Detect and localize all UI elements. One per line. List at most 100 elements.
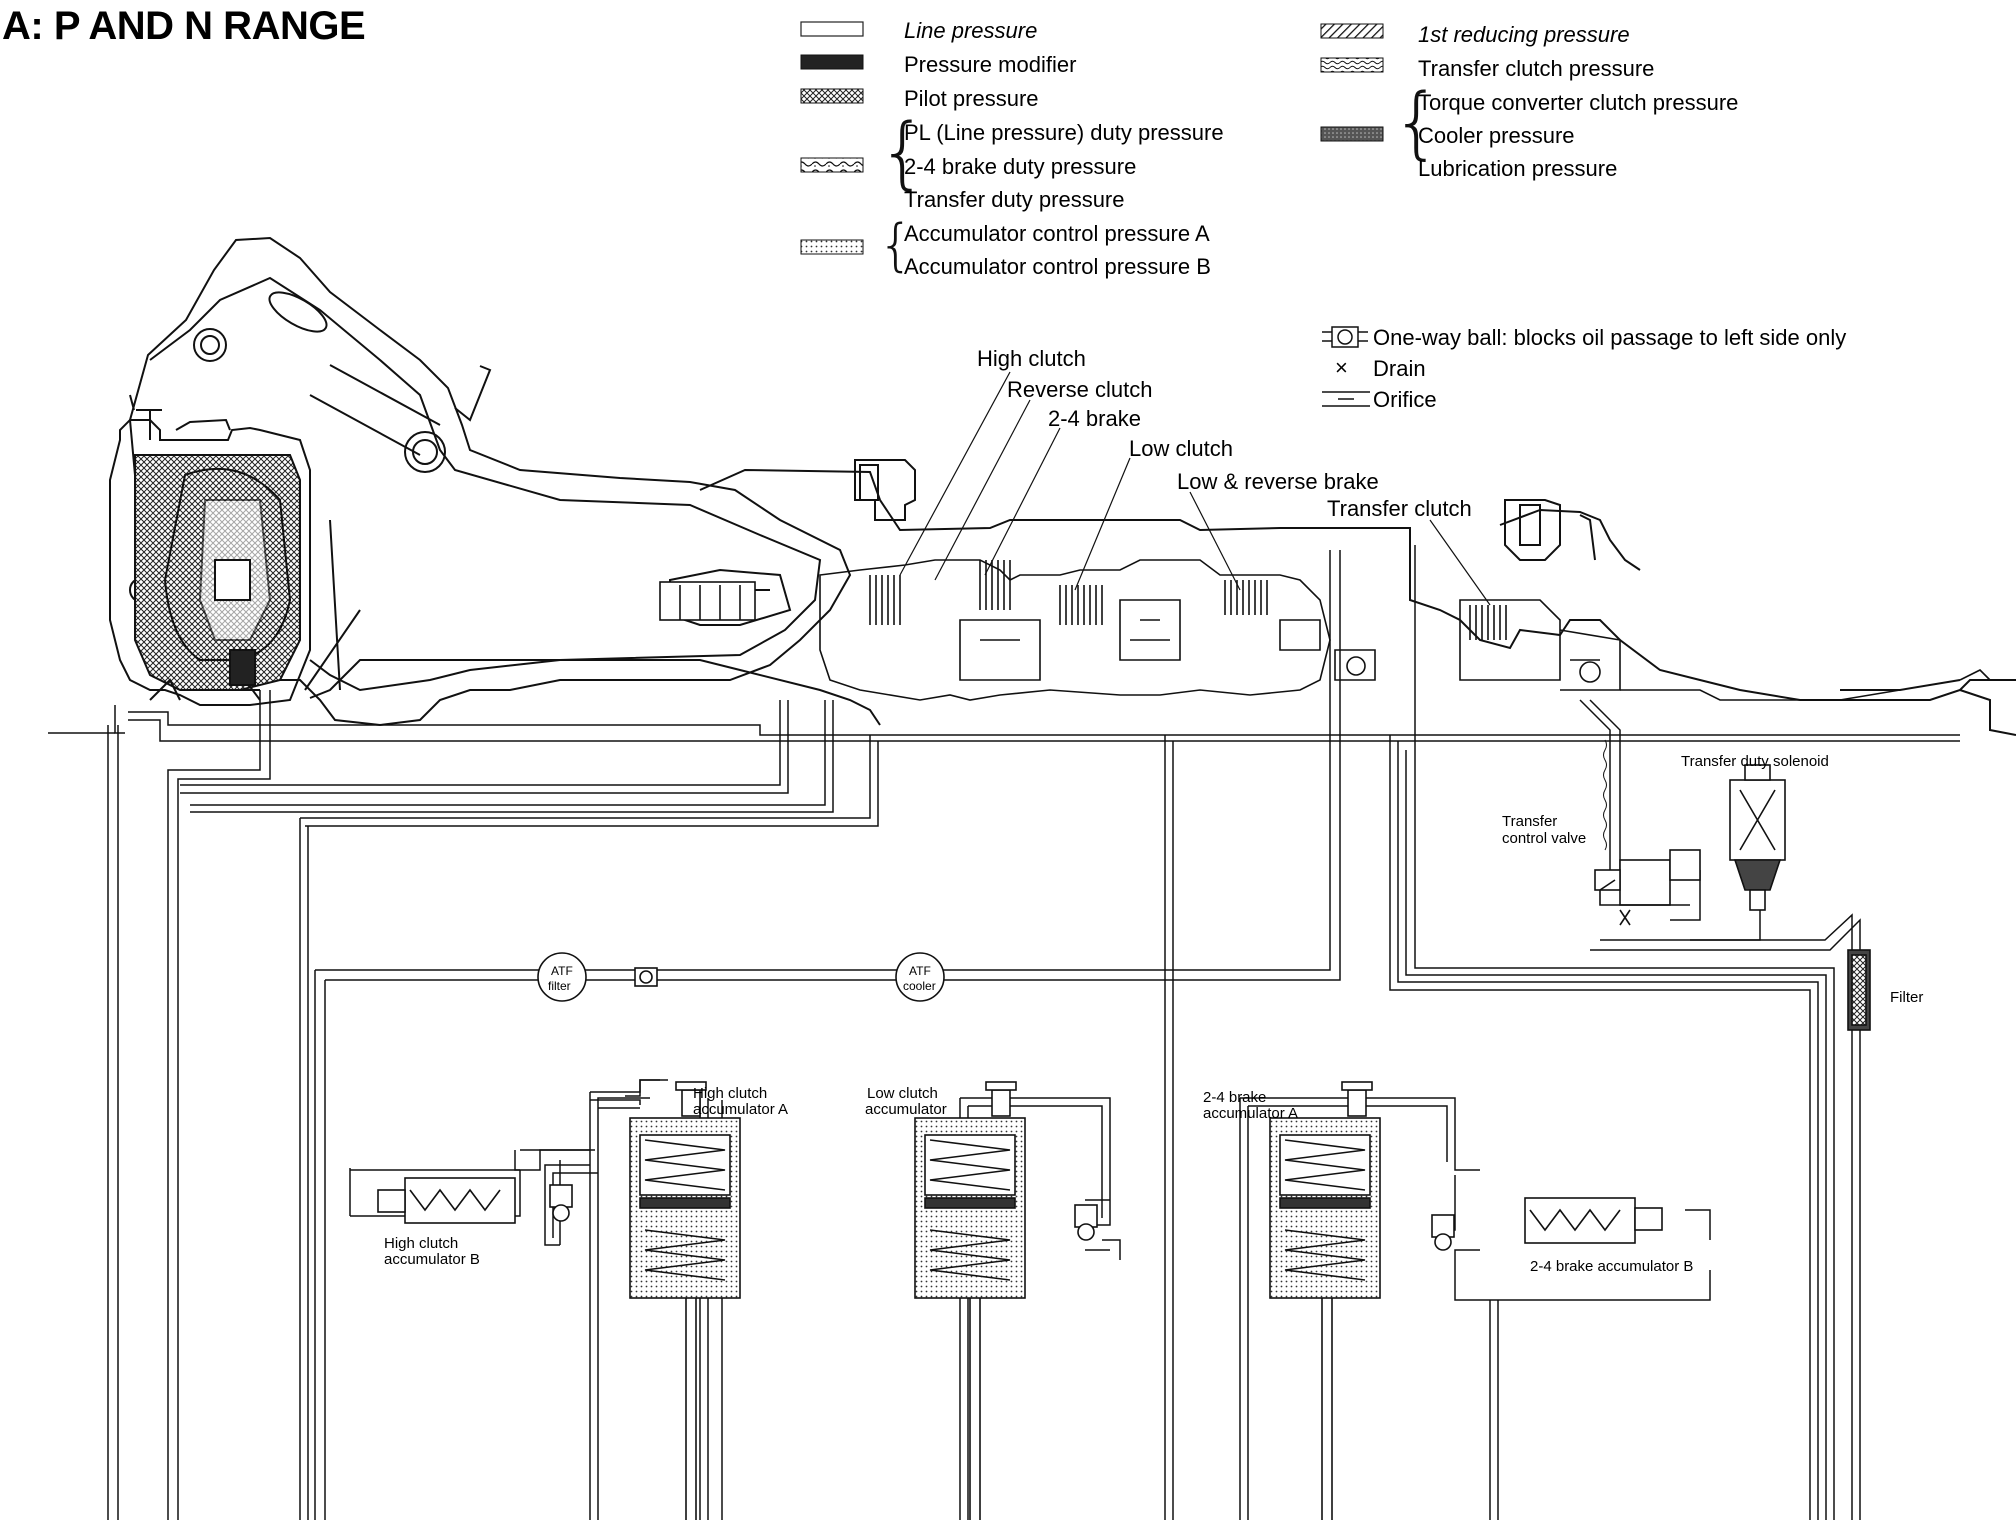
filter-symbol: [1847, 949, 1871, 1031]
callout-high-clutch: High clutch: [977, 346, 1086, 371]
swatch-accumulator-pressure: [800, 239, 864, 255]
legend-pressure-modifier: Pressure modifier: [904, 52, 1077, 77]
clutch-plates-24-brake: [979, 560, 1011, 610]
mount-hole-upper: [193, 328, 227, 362]
legend-transfer-clutch: Transfer clutch pressure: [1418, 56, 1655, 81]
case-side-line: [304, 519, 361, 691]
symbol-key: [1322, 326, 1370, 407]
converter-housing: [109, 419, 311, 706]
label-transfer-duty-solenoid: Transfer duty solenoid: [1681, 753, 1829, 770]
clutch-plates-high: [869, 575, 901, 625]
page-title: A: P AND N RANGE: [2, 4, 366, 48]
callout-low-reverse-brake: Low & reverse brake: [1177, 469, 1379, 494]
swatch-pressure-modifier: [800, 54, 864, 70]
label-filter: Filter: [1890, 989, 1924, 1006]
legend-torque-converter-clutch: Torque converter clutch pressure: [1418, 90, 1739, 115]
legend-swatches: [800, 21, 1384, 255]
brake-24-accumulator-a: [1269, 1081, 1455, 1520]
callout-24-brake: 2-4 brake: [1048, 406, 1141, 431]
input-shaft-housing: [659, 581, 756, 621]
rear-extension: [1959, 689, 2016, 736]
label-transfer-control-valve-2: control valve: [1502, 830, 1587, 847]
feed-low-clutch: [960, 1097, 1111, 1226]
transfer-control-valve-symbol: [1594, 849, 1701, 926]
clutch-drum-front: [819, 559, 1331, 701]
callout-reverse-clutch: Reverse clutch: [1007, 377, 1153, 402]
legend-brace-accumulator: {: [878, 213, 914, 278]
legend-brace-lubrication: {: [1392, 78, 1442, 168]
rear-ring: [1334, 649, 1376, 681]
transmission-case: [109, 236, 2016, 736]
legend-accumulator-b: Accumulator control pressure B: [904, 254, 1211, 279]
swatch-transfer-clutch: [1320, 57, 1384, 73]
label-high-clutch-acc-b-2: accumulator B: [384, 1251, 480, 1268]
transfer-components: [1594, 764, 1871, 1031]
label-transfer-control-valve-1: Transfer: [1502, 813, 1558, 830]
key-drain-mark: ×: [1335, 355, 1348, 380]
callout-low-clutch: Low clutch: [1129, 436, 1233, 461]
swatch-1st-reducing: [1320, 23, 1384, 39]
legend-lubrication: Lubrication pressure: [1418, 156, 1618, 181]
planetary-set: [959, 599, 1321, 681]
orifice-symbol: [1322, 391, 1370, 407]
legend-pl-duty: PL (Line pressure) duty pressure: [904, 120, 1224, 145]
transfer-clutch-pack: [1459, 599, 1561, 681]
legend-brace-duty: {: [878, 108, 928, 198]
legend-accumulator-a: Accumulator control pressure A: [904, 221, 1210, 246]
label-atf-filter-1: ATF: [551, 964, 573, 978]
line-from-valvebody-2: [190, 700, 826, 806]
output-shaft: [1620, 689, 1901, 701]
gearset-area: [659, 559, 1991, 701]
clutch-plates-low-reverse: [1224, 580, 1268, 615]
one-way-ball-symbol: [1322, 326, 1368, 348]
legend-line-pressure: Line pressure: [904, 18, 1038, 43]
label-low-clutch-acc-1: Low clutch: [867, 1085, 938, 1102]
hydraulic-lines: [48, 545, 1960, 1520]
atf-components: [537, 952, 945, 1002]
low-clutch-accumulator: [914, 1081, 1098, 1520]
legend-1st-reducing: 1st reducing pressure: [1418, 22, 1630, 47]
key-orifice: Orifice: [1373, 387, 1437, 412]
bellhousing-inner: [149, 276, 822, 692]
line-from-valvebody-1: [180, 700, 781, 786]
upper-boss-left: [854, 459, 916, 521]
swatch-lubrication-group: [1320, 126, 1384, 142]
legend-transfer-duty: Transfer duty pressure: [904, 187, 1125, 212]
key-one-way-ball: One-way ball: blocks oil passage to left…: [1373, 325, 1847, 350]
label-atf-filter-2: filter: [548, 979, 571, 993]
accumulators: [377, 1081, 1663, 1520]
brake-24-accumulator-b: [1524, 1197, 1663, 1244]
cooler-line: [167, 690, 261, 1520]
swatch-pilot-pressure: [800, 88, 864, 104]
legend-24-brake-duty: 2-4 brake duty pressure: [904, 154, 1137, 179]
mount-hole-lower: [404, 431, 446, 473]
callout-leaders: [899, 371, 1491, 606]
mount-slot: [268, 291, 328, 333]
label-atf-cooler-1: ATF: [909, 964, 931, 978]
case-ribbing: [309, 364, 441, 456]
high-clutch-accumulator-a: [629, 1081, 741, 1520]
swatch-duty-pressure: [800, 157, 864, 173]
label-24-brake-acc-a-2: accumulator A: [1203, 1105, 1299, 1122]
label-24-brake-acc-a-1: 2-4 brake: [1203, 1089, 1267, 1106]
torque-converter: [134, 454, 301, 701]
wire-hook: [454, 365, 492, 422]
callout-transfer-clutch: Transfer clutch: [1327, 496, 1472, 521]
label-high-clutch-acc-a-1: High clutch: [693, 1085, 768, 1102]
case-main-top: [309, 659, 881, 726]
clutch-plates-low: [1059, 585, 1103, 625]
transfer-duty-line: [1603, 739, 1607, 851]
label-high-clutch-acc-b-1: High clutch: [384, 1235, 459, 1252]
label-high-clutch-acc-a-2: accumulator A: [693, 1101, 789, 1118]
legend-pilot-pressure: Pilot pressure: [904, 86, 1039, 111]
atf-cooler-symbol: [895, 952, 945, 1002]
high-clutch-accumulator-b: [377, 1177, 573, 1224]
label-atf-cooler-2: cooler: [903, 979, 936, 993]
line-from-valvebody-3: [300, 735, 871, 819]
transfer-duty-solenoid-symbol: [1729, 764, 1786, 911]
label-low-clutch-acc-2: accumulator: [865, 1101, 947, 1118]
feed-high-clutch: [589, 1100, 599, 1520]
atf-cooler-circuit: [315, 550, 1331, 971]
key-drain: Drain: [1373, 356, 1426, 381]
